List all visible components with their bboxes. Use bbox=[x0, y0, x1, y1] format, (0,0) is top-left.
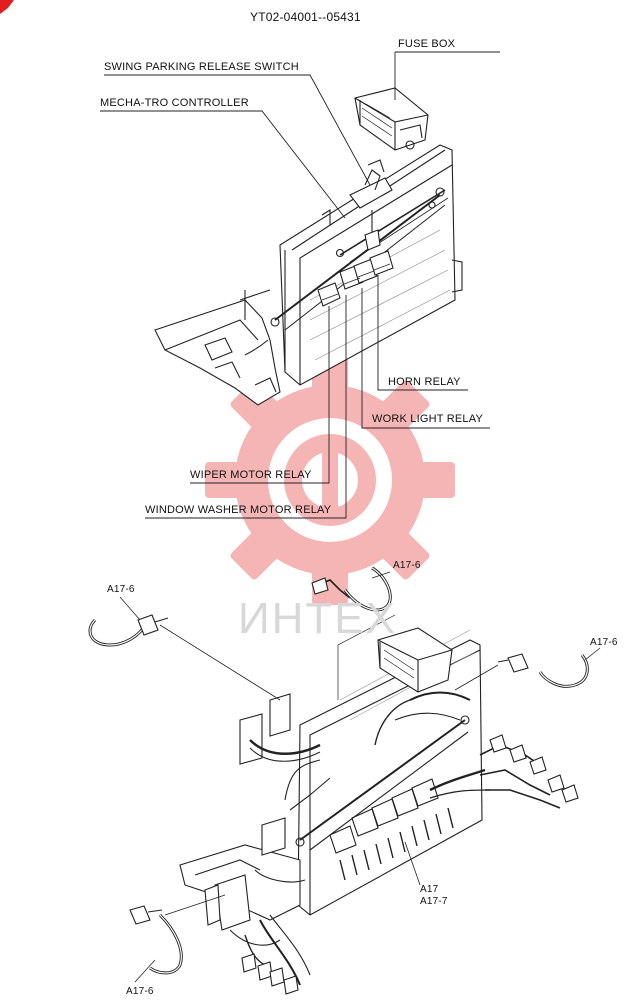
bottom-harness-assembly bbox=[88, 566, 589, 995]
watermark-text: ИНТЕХ bbox=[238, 594, 397, 643]
label-horn-relay: HORN RELAY bbox=[388, 376, 461, 388]
label-window-washer-motor-relay: WINDOW WASHER MOTOR RELAY bbox=[145, 504, 332, 516]
label-a17-6-bottom: A17-6 bbox=[126, 986, 154, 997]
corner-mark bbox=[0, 0, 14, 14]
label-a17-7: A17-7 bbox=[420, 896, 448, 907]
label-a17-6-left: A17-6 bbox=[107, 584, 135, 595]
label-fuse-box: FUSE BOX bbox=[398, 38, 456, 50]
top-controller-assembly bbox=[154, 87, 463, 406]
label-a17: A17 bbox=[420, 884, 439, 895]
leader-lines-bottom bbox=[119, 571, 601, 983]
label-mecha-tro-controller: MECHA-TRO CONTROLLER bbox=[100, 97, 249, 109]
leader-lines-top bbox=[100, 51, 500, 519]
label-a17-6-top: A17-6 bbox=[393, 560, 421, 571]
label-wiper-motor-relay: WIPER MOTOR RELAY bbox=[190, 469, 312, 481]
document-code: YT02-04001--05431 bbox=[250, 10, 361, 24]
label-work-light-relay: WORK LIGHT RELAY bbox=[372, 413, 483, 425]
label-swing-parking-release-switch: SWING PARKING RELEASE SWITCH bbox=[104, 61, 299, 73]
label-a17-6-right: A17-6 bbox=[590, 637, 618, 648]
